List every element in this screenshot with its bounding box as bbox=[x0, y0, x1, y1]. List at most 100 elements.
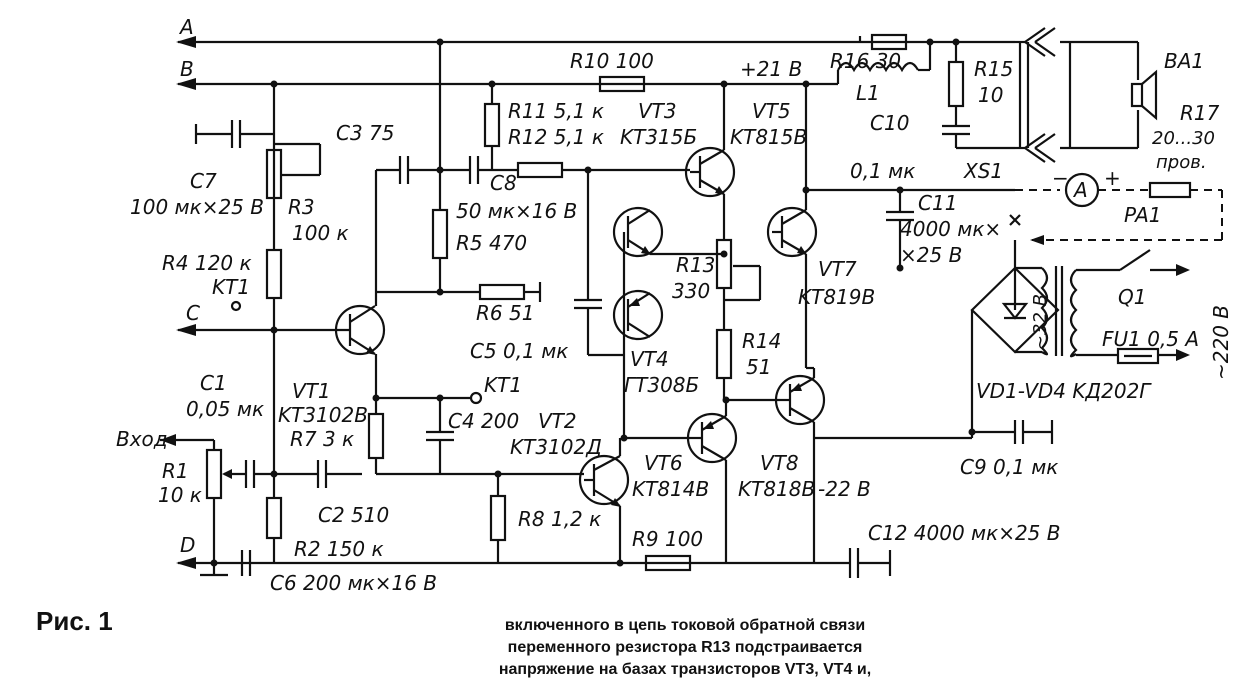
rail-b bbox=[176, 78, 838, 90]
label-vt6: VT6 bbox=[644, 451, 683, 475]
label-vt5: VT5 bbox=[752, 99, 791, 123]
label-r14-val: 51 bbox=[746, 355, 771, 379]
rail-d bbox=[176, 557, 850, 569]
label-c4: C4 200 bbox=[448, 409, 519, 433]
label-c10-val: 0,1 мк bbox=[850, 159, 915, 183]
label-r1: R1 bbox=[162, 459, 189, 483]
label-c10: C10 bbox=[870, 111, 909, 135]
label-vt7-type: KT819В bbox=[798, 285, 875, 309]
article-text-line: включенного в цепь токовой обратной связ… bbox=[504, 617, 866, 634]
label-vt7: VT7 bbox=[818, 257, 857, 281]
label-r1-val: 10 к bbox=[158, 483, 202, 507]
label-r9: R9 100 bbox=[632, 527, 703, 551]
label-vt2-type: KT3102Д bbox=[510, 435, 602, 459]
vt2-stage bbox=[367, 391, 630, 567]
rail-a bbox=[176, 36, 1015, 48]
label-vt6-type: KT814В bbox=[632, 477, 709, 501]
label-r5: R5 470 bbox=[456, 231, 527, 255]
rail-c bbox=[176, 324, 350, 336]
label-l1: L1 bbox=[856, 81, 880, 105]
label-vt4: VT4 bbox=[630, 347, 669, 371]
amplifier-schematic: A − + bbox=[116, 15, 1233, 595]
label-fu1: FU1 0,5 A bbox=[1102, 327, 1199, 351]
label-diodes: VD1-VD4 KД202Г bbox=[976, 379, 1152, 403]
article-text-line: переменного резистора R13 подстраивается bbox=[507, 639, 863, 656]
label-r12: R12 5,1 к bbox=[508, 125, 604, 149]
label-c7-val: 100 мк×25 В bbox=[130, 195, 264, 219]
label-r6: R6 51 bbox=[476, 301, 534, 325]
article-text-line: напряжение на базах транзисторов VT3, VT… bbox=[498, 661, 872, 678]
label-rail-b: B bbox=[180, 57, 194, 81]
label-kt1-b: KT1 bbox=[484, 373, 522, 397]
label-q1: Q1 bbox=[1118, 285, 1146, 309]
bias-network bbox=[194, 80, 322, 474]
label-mains: ~220 В bbox=[1209, 305, 1233, 380]
feedback-network bbox=[376, 38, 542, 302]
label-c9: C9 0,1 мк bbox=[960, 455, 1058, 479]
label-c8-val: 50 мк×16 В bbox=[456, 199, 577, 223]
label-rail-c: C bbox=[186, 301, 200, 325]
label-c12: C12 4000 мк×25 В bbox=[868, 521, 1060, 545]
svg-text:+: + bbox=[1104, 166, 1121, 190]
figure-caption: Рис. 1 bbox=[36, 606, 113, 636]
label-r2: R2 150 к bbox=[294, 537, 384, 561]
label-kt1-a: KT1 bbox=[212, 275, 250, 299]
label-vt2: VT2 bbox=[538, 409, 577, 433]
article-text: включенного в цепь токовой обратной связ… bbox=[470, 615, 900, 681]
output-stage bbox=[644, 80, 1015, 578]
label-r14: R14 bbox=[742, 329, 781, 353]
label-vt8: VT8 bbox=[760, 451, 799, 475]
label-c6: C6 200 мк×16 В bbox=[270, 571, 437, 595]
svg-text:A: A bbox=[1072, 178, 1088, 202]
driver-stage bbox=[574, 170, 762, 442]
label-r15-val: 10 bbox=[978, 83, 1003, 107]
label-c11-val: 4000 мк× bbox=[900, 217, 1001, 241]
label-ba1: BA1 bbox=[1164, 49, 1204, 73]
label-r13: R13 bbox=[676, 253, 715, 277]
label-r10: R10 100 bbox=[570, 49, 654, 73]
label-c11: C11 bbox=[918, 191, 957, 215]
label-c8: C8 bbox=[490, 171, 517, 195]
label-r8: R8 1,2 к bbox=[518, 507, 601, 531]
label-input: Вход bbox=[116, 427, 168, 451]
label-rail-d: D bbox=[180, 533, 195, 557]
label-vt1: VT1 bbox=[292, 379, 331, 403]
label-vt5-type: KT815В bbox=[730, 125, 807, 149]
label-vt3-type: KT315Б bbox=[620, 125, 697, 149]
label-pa1: PA1 bbox=[1124, 203, 1161, 227]
label-r11: R11 5,1 к bbox=[508, 99, 604, 123]
label-c7: C7 bbox=[190, 169, 217, 193]
label-c1: C1 bbox=[200, 371, 227, 395]
label-c2: C2 510 bbox=[318, 503, 389, 527]
vt1-transistor bbox=[334, 170, 386, 398]
label-transformer: ~32 В bbox=[1030, 294, 1051, 350]
label-c11-val2: ×25 В bbox=[900, 243, 962, 267]
label-xs1: XS1 bbox=[963, 159, 1003, 183]
label-r17: R17 bbox=[1180, 101, 1220, 125]
label-vt1-type: KT3102В bbox=[278, 403, 368, 427]
ammeter-circuit: A − + bbox=[1009, 166, 1223, 245]
label-rail-a: A bbox=[178, 15, 194, 39]
power-supply bbox=[886, 186, 1190, 444]
label-vt8-type: KT818В bbox=[738, 477, 815, 501]
label-r17-unit: пров. bbox=[1156, 152, 1207, 173]
label-vt4-type: ГТ308Б bbox=[624, 373, 699, 397]
speaker-network bbox=[836, 27, 1158, 163]
label-r7: R7 3 к bbox=[290, 427, 354, 451]
label-r3-val: 100 к bbox=[292, 221, 349, 245]
label-minus22: -22 В bbox=[818, 477, 871, 501]
label-r16: R16 30 bbox=[830, 49, 901, 73]
label-c1-val: 0,05 мк bbox=[186, 397, 264, 421]
label-r13-val: 330 bbox=[672, 279, 710, 303]
label-plus21: +21 В bbox=[740, 57, 802, 81]
upper-bias bbox=[483, 75, 728, 179]
label-vt3: VT3 bbox=[638, 99, 677, 123]
label-r4: R4 120 к bbox=[162, 251, 252, 275]
label-r17-val: 20...30 bbox=[1152, 128, 1215, 149]
label-r15: R15 bbox=[974, 57, 1013, 81]
input-section bbox=[160, 434, 362, 577]
label-c5: C5 0,1 мк bbox=[470, 339, 568, 363]
label-r3: R3 bbox=[288, 195, 315, 219]
label-c3: C3 75 bbox=[336, 121, 395, 145]
svg-text:−: − bbox=[1052, 166, 1069, 190]
